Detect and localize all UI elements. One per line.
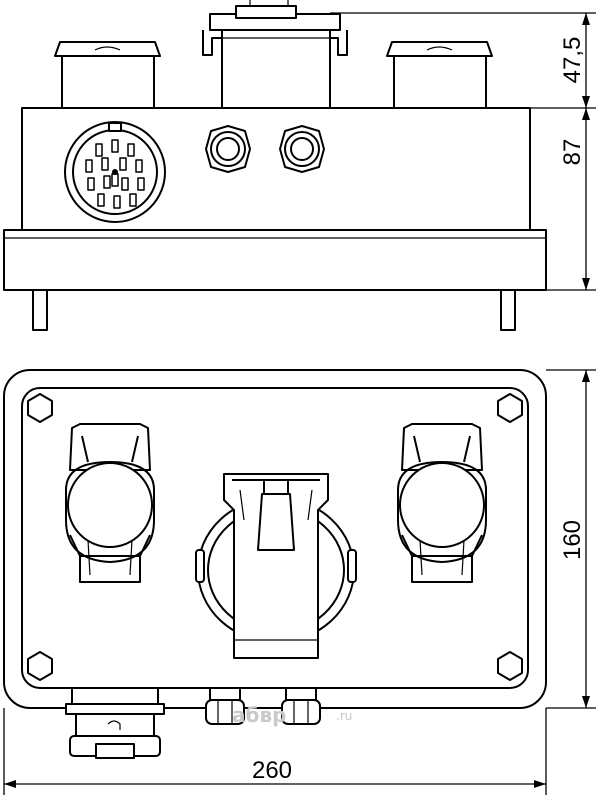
right-socket-cap xyxy=(386,41,493,111)
left-socket-cap xyxy=(54,41,161,111)
connector-center-pin xyxy=(112,169,118,175)
connector-pin xyxy=(113,195,121,209)
center-socket xyxy=(202,0,348,111)
watermark-brand: aбвр xyxy=(232,703,286,727)
dimension-260: 260 xyxy=(252,757,292,784)
base-plate xyxy=(3,229,547,291)
multi-pin-connector xyxy=(64,121,166,223)
mounting-stud-left xyxy=(32,289,48,331)
mounting-stud-right xyxy=(500,289,516,331)
connector-pin xyxy=(127,143,135,157)
connector-pin xyxy=(121,177,129,191)
hex-screw-bottom-right xyxy=(497,651,523,681)
hex-screw-top-right xyxy=(497,393,523,423)
connector-pin xyxy=(87,177,95,191)
left-round-socket xyxy=(65,423,155,583)
side-dimensions xyxy=(330,12,596,291)
connector-pin xyxy=(85,159,93,173)
center-large-socket xyxy=(195,473,357,659)
dimension-87: 87 xyxy=(559,139,586,166)
front-housing-inner xyxy=(21,387,529,689)
right-round-socket xyxy=(397,423,487,583)
connector-pin xyxy=(129,193,137,207)
cable-gland-left xyxy=(205,125,251,173)
connector-pin xyxy=(95,143,103,157)
connector-pin xyxy=(97,193,105,207)
connector-pin xyxy=(111,139,119,153)
hex-screw-bottom-left xyxy=(27,651,53,681)
connector-pin xyxy=(101,157,109,171)
connector-pin xyxy=(119,157,127,171)
connector-pin xyxy=(103,175,111,189)
dimension-160: 160 xyxy=(559,520,586,560)
bottom-gland-right xyxy=(281,687,321,725)
connector-pin xyxy=(111,173,119,187)
cable-gland-right xyxy=(279,125,325,173)
connector-pin xyxy=(135,159,143,173)
connector-pin xyxy=(137,177,145,191)
watermark-suffix: .ru xyxy=(336,709,352,723)
bottom-gland-left xyxy=(205,687,245,725)
bottom-connector xyxy=(65,687,165,759)
hex-screw-top-left xyxy=(27,393,53,423)
front-view: 160 260 aбвр .ru xyxy=(3,369,596,795)
side-view: 47,5 87 xyxy=(3,0,596,331)
front-dimensions xyxy=(3,369,596,795)
dimension-47-5: 47,5 xyxy=(559,37,586,84)
